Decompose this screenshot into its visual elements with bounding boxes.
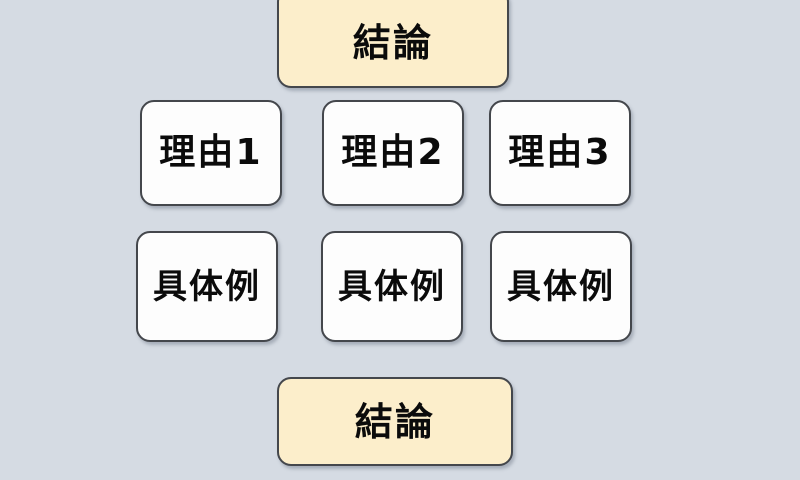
- node-conclusion-top[interactable]: 結論: [277, 0, 509, 88]
- node-reason-2[interactable]: 理由2: [322, 100, 464, 206]
- node-reason-1[interactable]: 理由1: [140, 100, 282, 206]
- node-example-3[interactable]: 具体例: [490, 231, 632, 342]
- node-example-2[interactable]: 具体例: [321, 231, 463, 342]
- node-conclusion-bottom-label: 結論: [354, 399, 436, 444]
- node-example-1-label: 具体例: [152, 266, 262, 307]
- node-conclusion-bottom[interactable]: 結論: [277, 377, 513, 466]
- node-example-1[interactable]: 具体例: [136, 231, 278, 342]
- node-reason-1-label: 理由1: [159, 132, 263, 173]
- node-reason-3-label: 理由3: [508, 132, 612, 173]
- node-conclusion-top-label: 結論: [352, 21, 434, 65]
- node-example-3-label: 具体例: [506, 266, 616, 307]
- node-reason-2-label: 理由2: [341, 132, 445, 173]
- node-reason-3[interactable]: 理由3: [489, 100, 631, 206]
- node-example-2-label: 具体例: [337, 266, 447, 307]
